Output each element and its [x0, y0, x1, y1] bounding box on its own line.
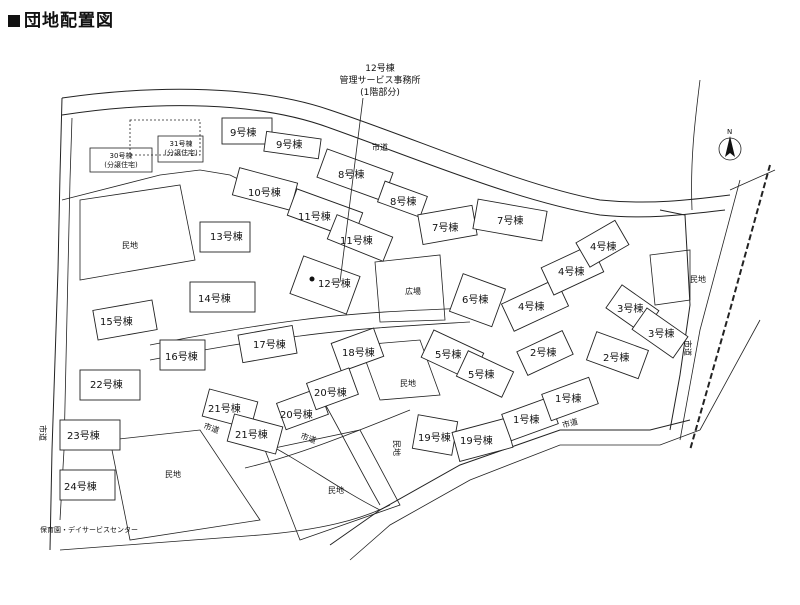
compass-north-label: N — [727, 128, 732, 136]
building-label: 1号棟 — [513, 413, 539, 426]
annotation-line1: 12号棟 — [365, 62, 394, 74]
private-land-label: 民地 — [165, 469, 181, 479]
building-label: 12号棟 — [318, 277, 351, 290]
building-label: 19号棟 — [460, 434, 493, 447]
building-label: 1号棟 — [555, 392, 581, 405]
building-label: 4号棟 — [590, 240, 616, 253]
building-label: 2号棟 — [530, 346, 556, 359]
building-label: 18号棟 — [342, 346, 375, 359]
building-label: 21号棟 — [235, 428, 268, 441]
building-label: 14号棟 — [198, 292, 231, 305]
annotation-line2: 管理サービス事務所 — [339, 74, 420, 86]
building-label: 6号棟 — [462, 293, 488, 306]
map-title: 団地配置図 — [8, 6, 114, 31]
title-square-icon — [8, 15, 20, 27]
detached-label: 30号棟 — [110, 151, 133, 160]
building-label: 4号棟 — [518, 300, 544, 313]
annotation-line3: (1階部分) — [360, 86, 400, 98]
building-label: 11号棟 — [340, 234, 373, 247]
building-label: 16号棟 — [165, 350, 198, 363]
city-road-label: 市道 — [561, 416, 579, 430]
building-label: 23号棟 — [67, 429, 100, 442]
private-land-label: 民地 — [328, 485, 344, 495]
building-label: 3号棟 — [648, 327, 674, 340]
building-label: 15号棟 — [100, 315, 133, 328]
building-label: 5号棟 — [435, 348, 461, 361]
building-label: 22号棟 — [90, 378, 123, 391]
plaza-label: 広場 — [405, 286, 421, 296]
city-road-label: 市道 — [38, 425, 48, 441]
building-label: 19号棟 — [418, 431, 451, 444]
city-road-label: 市道 — [372, 142, 388, 152]
building-label: 2号棟 — [603, 351, 629, 364]
city-road-label: 市道 — [299, 430, 317, 445]
compass-icon: N — [718, 128, 742, 161]
building-label: 24号棟 — [64, 480, 97, 493]
private-land-label: 民地 — [690, 274, 706, 284]
building-label: 7号棟 — [432, 221, 458, 234]
building-label: 10号棟 — [248, 186, 281, 199]
detached-label: (分譲住宅) — [104, 160, 138, 169]
city-road-label: 市道 — [683, 340, 693, 356]
building-label: 8号棟 — [338, 168, 364, 181]
city-road-label: 市道 — [202, 420, 220, 435]
private-land-label: 民地 — [392, 440, 402, 456]
building-label: 21号棟 — [208, 402, 241, 415]
building-label: 7号棟 — [497, 214, 523, 227]
map-title-text: 団地配置図 — [24, 11, 114, 31]
building-label: 20号棟 — [280, 408, 313, 421]
building-label: 20号棟 — [314, 386, 347, 399]
building-label: 4号棟 — [558, 265, 584, 278]
nursery-label: 保育園・デイサービスセンター — [40, 525, 138, 534]
detached-label: 31号棟 — [170, 139, 193, 148]
building-label: 3号棟 — [617, 302, 643, 315]
building-label: 9号棟 — [276, 138, 302, 151]
private-land-label: 民地 — [400, 378, 416, 388]
building-label: 9号棟 — [230, 126, 256, 139]
building-label: 17号棟 — [253, 338, 286, 351]
building-label: 11号棟 — [298, 210, 331, 223]
building-label: 5号棟 — [468, 368, 494, 381]
private-land-label: 民地 — [122, 240, 138, 250]
detached-label: (分譲住宅) — [164, 148, 198, 157]
building-label: 13号棟 — [210, 230, 243, 243]
building-label: 8号棟 — [390, 195, 416, 208]
